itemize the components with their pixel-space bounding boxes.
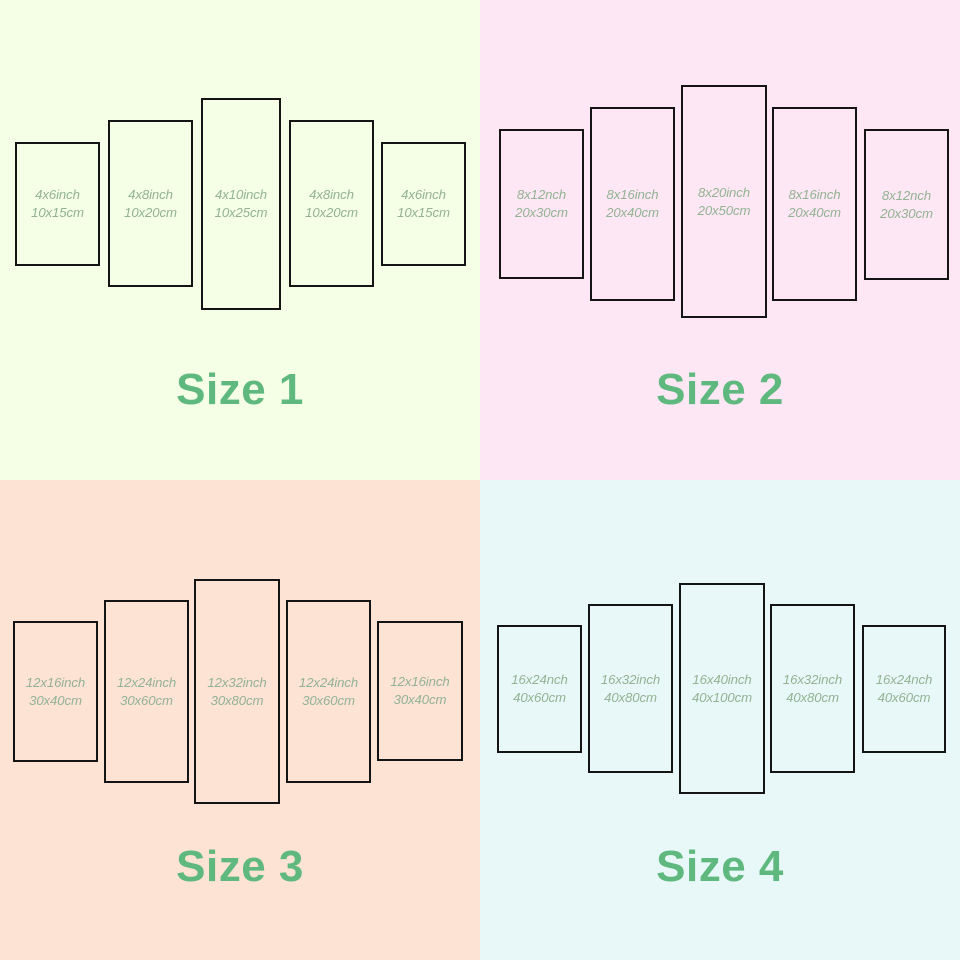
panel-size-inch: 8x12nch: [881, 187, 932, 203]
label-size-1: Size 1: [176, 365, 304, 414]
panel-size-cm: 30x60cm: [120, 692, 173, 708]
label-size-4: Size 4: [656, 842, 784, 891]
panel-size-2-4: 8x16inch 20x40cm: [772, 107, 857, 301]
panel-size-4-5: 16x24nch 40x60cm: [862, 625, 946, 753]
panel-size-cm: 30x40cm: [393, 692, 447, 707]
panel-size-inch: 4x6inch: [35, 187, 80, 203]
panel-size-inch: 8x16inch: [606, 187, 659, 203]
panel-size-inch: 16x24nch: [875, 672, 933, 688]
panel-size-cm: 10x15cm: [397, 205, 450, 220]
panel-size-inch: 16x32inch: [782, 671, 843, 687]
panel-size-cm: 30x40cm: [29, 692, 82, 708]
panel-size-inch: 8x16inch: [788, 187, 841, 203]
panel-size-cm: 20x40cm: [606, 205, 659, 220]
panel-size-cm: 20x50cm: [697, 202, 751, 218]
panel-size-inch: 4x8inch: [309, 186, 354, 202]
panel-size-cm: 40x60cm: [877, 690, 931, 705]
panel-size-cm: 10x20cm: [124, 204, 177, 220]
panel-size-inch: 16x32inch: [600, 671, 661, 687]
panel-size-inch: 8x20inch: [698, 184, 750, 200]
panel-size-cm: 10x20cm: [305, 204, 358, 220]
panel-size-cm: 30x80cm: [210, 692, 264, 708]
panel-size-3-2: 12x24inch 30x60cm: [104, 600, 189, 783]
panel-size-2-3: 8x20inch 20x50cm: [681, 85, 767, 318]
panel-size-cm: 10x25cm: [214, 205, 268, 220]
panel-size-cm: 40x100cm: [691, 689, 753, 705]
panel-size-cm: 10x15cm: [31, 205, 84, 220]
panel-size-4-1: 16x24nch 40x60cm: [497, 625, 582, 753]
panel-size-inch: 12x32inch: [207, 674, 267, 690]
panel-size-inch: 16x40inch: [692, 671, 752, 687]
panel-size-3-1: 12x16inch 30x40cm: [13, 621, 98, 762]
panel-size-1-4: 4x8inch 10x20cm: [289, 120, 374, 287]
panel-size-cm: 40x60cm: [513, 690, 566, 705]
panel-size-inch: 4x6inch: [401, 187, 446, 203]
panel-size-3-4: 12x24inch 30x60cm: [286, 600, 371, 783]
panel-size-cm: 40x80cm: [786, 689, 839, 705]
quadrant-size-2: 8x12nch 20x30cm 8x16inch 20x40cm 8x20inch 20x…: [480, 0, 960, 480]
panel-size-inch: 12x24inch: [298, 674, 359, 690]
panel-size-inch: 4x8inch: [128, 186, 173, 202]
panel-size-cm: 20x30cm: [880, 205, 933, 221]
quadrant-size-3: 12x16inch 30x40cm 12x24inch 30x60cm 12x32inc…: [0, 480, 480, 960]
panel-size-4-3: 16x40inch 40x100cm: [679, 583, 765, 794]
panel-size-1-3: 4x10inch 10x25cm: [201, 98, 281, 310]
panel-size-inch: 12x16inch: [25, 674, 86, 690]
quadrant-size-1: 4x6inch 10x15cm 4x8inch 10x20cm 4x10inch 10x2…: [0, 0, 480, 480]
panel-size-1-5: 4x6inch 10x15cm: [381, 142, 466, 266]
label-size-2: Size 2: [656, 365, 784, 414]
panel-size-cm: 20x30cm: [515, 205, 568, 220]
panel-size-cm: 40x80cm: [604, 689, 657, 705]
label-size-3: Size 3: [176, 842, 304, 891]
panel-size-cm: 30x60cm: [302, 692, 355, 708]
panel-size-3-3: 12x32inch 30x80cm: [194, 579, 280, 804]
panel-size-1-1: 4x6inch 10x15cm: [15, 142, 100, 266]
panel-size-inch: 12x16inch: [390, 674, 450, 690]
panel-size-inch: 16x24nch: [511, 672, 568, 688]
panel-size-4-4: 16x32inch 40x80cm: [770, 604, 855, 773]
panel-size-inch: 12x24inch: [116, 674, 177, 690]
quadrant-size-4: 16x24nch 40x60cm 16x32inch 40x80cm 16x40inch…: [480, 480, 960, 960]
panel-size-cm: 20x40cm: [788, 205, 841, 220]
panel-size-2-1: 8x12nch 20x30cm: [499, 129, 584, 279]
panel-size-4-2: 16x32inch 40x80cm: [588, 604, 673, 773]
panel-size-inch: 8x12nch: [516, 187, 567, 203]
panel-size-2-2: 8x16inch 20x40cm: [590, 107, 675, 301]
panel-size-1-2: 4x8inch 10x20cm: [108, 120, 193, 287]
panel-size-3-5: 12x16inch 30x40cm: [377, 621, 463, 761]
panel-size-inch: 4x10inch: [215, 187, 267, 203]
panel-size-2-5: 8x12nch 20x30cm: [864, 129, 949, 280]
